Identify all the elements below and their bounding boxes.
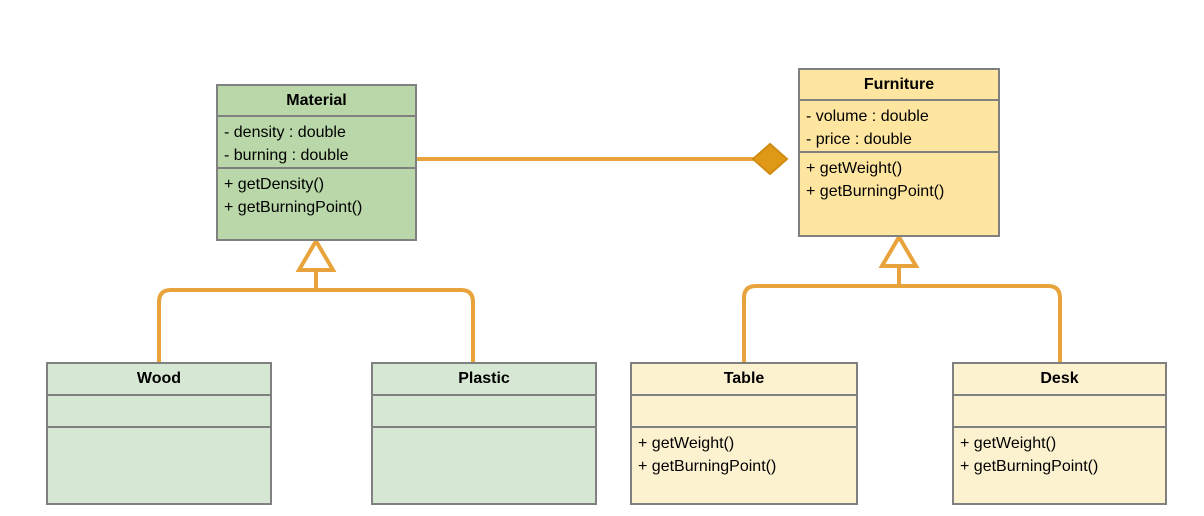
attribute-row: - volume : double	[806, 108, 929, 125]
attributes-compartment-plastic	[373, 394, 595, 426]
methods-compartment-material: + getDensity() + getBurningPoint()	[218, 167, 415, 239]
methods-compartment-plastic	[373, 426, 595, 503]
attributes-compartment-material: - density : double - burning : double	[218, 115, 415, 167]
method-row: + getWeight()	[960, 435, 1057, 452]
class-box-wood[interactable]: Wood	[46, 362, 272, 505]
attribute-row: - burning : double	[224, 147, 349, 165]
method-row: + getBurningPoint()	[960, 458, 1099, 476]
class-name-material: Material	[218, 86, 415, 115]
attributes-compartment-table	[632, 394, 856, 426]
gen-branch-material	[157, 288, 475, 362]
method-row: + getBurningPoint()	[224, 199, 363, 217]
edge-generalization-furniture	[742, 233, 1062, 362]
edge-generalization-material	[157, 237, 475, 362]
class-box-material[interactable]: Material - density : double - burning : …	[216, 84, 417, 241]
attribute-row: - price : double	[806, 131, 912, 149]
attributes-compartment-desk	[954, 394, 1165, 426]
method-row: + getDensity()	[224, 176, 325, 193]
class-box-furniture[interactable]: Furniture - volume : double - price : do…	[798, 68, 1000, 237]
class-name-furniture: Furniture	[800, 70, 998, 99]
filled-diamond-icon	[751, 142, 789, 176]
class-box-desk[interactable]: Desk + getWeight() + getBurningPoint()	[952, 362, 1167, 505]
hollow-triangle-icon	[878, 233, 920, 268]
method-row: + getWeight()	[638, 435, 735, 452]
hollow-triangle-icon	[295, 237, 337, 272]
methods-compartment-table: + getWeight() + getBurningPoint()	[632, 426, 856, 503]
class-box-table[interactable]: Table + getWeight() + getBurningPoint()	[630, 362, 858, 505]
class-name-plastic: Plastic	[373, 364, 595, 394]
method-row: + getBurningPoint()	[638, 458, 777, 476]
gen-branch-furniture	[742, 284, 1062, 362]
edge-furniture-composition-material	[417, 142, 789, 176]
methods-compartment-furniture: + getWeight() + getBurningPoint()	[800, 151, 998, 235]
attributes-compartment-furniture: - volume : double - price : double	[800, 99, 998, 151]
methods-compartment-desk: + getWeight() + getBurningPoint()	[954, 426, 1165, 503]
methods-compartment-wood	[48, 426, 270, 503]
method-row: + getWeight()	[806, 160, 903, 177]
class-box-plastic[interactable]: Plastic	[371, 362, 597, 505]
class-name-table: Table	[632, 364, 856, 394]
class-name-desk: Desk	[954, 364, 1165, 394]
attributes-compartment-wood	[48, 394, 270, 426]
attribute-row: - density : double	[224, 124, 346, 141]
method-row: + getBurningPoint()	[806, 183, 945, 201]
class-name-wood: Wood	[48, 364, 270, 394]
